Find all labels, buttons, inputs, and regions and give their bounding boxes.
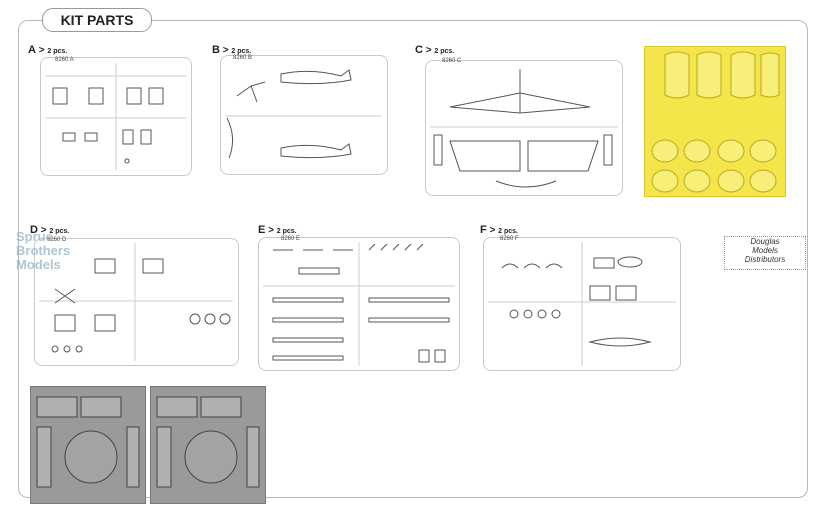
photoetch-fret-1 xyxy=(30,386,146,504)
sprue-e: 8260 E xyxy=(258,236,460,371)
watermark-logo: Sprue Brothers Models xyxy=(16,230,98,276)
sprue-f-qty: 2 pcs. xyxy=(498,228,518,235)
sprue-c-parts xyxy=(430,69,618,188)
sprue-c-label: C > 2 pcs. xyxy=(415,44,455,56)
sprue-b-letter: B xyxy=(212,44,220,56)
sprue-b-parts xyxy=(226,69,381,159)
sprue-d-parts xyxy=(39,243,233,361)
logo-line-1: Douglas xyxy=(750,237,780,246)
photoetch-fret-2 xyxy=(150,386,266,504)
sprue-e-letter: E xyxy=(258,224,266,236)
sprue-c-qty: 2 pcs. xyxy=(434,48,455,55)
photoetch-parts-1 xyxy=(36,396,140,488)
sprue-e-qty: 2 pcs. xyxy=(276,228,297,235)
sprue-f-parts xyxy=(488,242,676,366)
sprue-e-parts xyxy=(263,242,455,366)
sprue-b: 8260 B xyxy=(220,55,388,175)
sprue-a-label: A > 2 pcs. xyxy=(28,44,68,56)
sprue-a: 8260 A xyxy=(40,57,192,176)
sprue-e-label: E > 2 pcs. xyxy=(258,224,297,236)
page-title: KIT PARTS xyxy=(42,8,152,32)
mask-shapes xyxy=(651,51,780,193)
sprue-b-qty: 2 pcs. xyxy=(231,48,252,55)
sprue-f-letter: F xyxy=(480,224,487,236)
sprue-f-code: 8260 F xyxy=(500,236,519,242)
logo-line-3: Distributors xyxy=(744,255,786,264)
sprue-b-code: 8260 B xyxy=(233,55,253,61)
sprue-d: 8260 D xyxy=(34,237,239,366)
sprue-b-label: B > 2 pcs. xyxy=(212,44,252,56)
sprue-d-label: D > 2 pcs. xyxy=(30,224,70,236)
sprue-a-code: 8260 A xyxy=(55,57,74,63)
sprue-d-letter: D xyxy=(30,224,38,236)
photoetch-parts-2 xyxy=(156,396,260,488)
watermark-line-1: Sprue xyxy=(16,229,53,244)
sprue-d-code: 8260 D xyxy=(47,237,67,243)
sprue-a-qty: 2 pcs. xyxy=(47,48,68,55)
sprue-c-code: 8260 C xyxy=(442,58,462,64)
sprue-a-letter: A xyxy=(28,44,36,56)
sprue-c-letter: C xyxy=(415,44,423,56)
sprue-d-qty: 2 pcs. xyxy=(49,228,70,235)
sprue-a-parts xyxy=(46,63,186,170)
kit-parts-frame xyxy=(18,20,808,498)
watermark-line-2: Brothers xyxy=(16,243,71,258)
sprue-f-label: F > 2 pcs. xyxy=(480,224,518,236)
sprue-f: 8260 F xyxy=(483,236,681,371)
canopy-mask-sheet xyxy=(644,46,786,197)
logo-line-2: Models xyxy=(752,246,778,255)
sprue-c: 8260 C xyxy=(425,58,623,196)
watermark-line-3: Models xyxy=(16,257,61,272)
distributor-logo: Douglas Models Distributors xyxy=(724,236,806,270)
sprue-e-code: 8260 E xyxy=(281,236,301,242)
